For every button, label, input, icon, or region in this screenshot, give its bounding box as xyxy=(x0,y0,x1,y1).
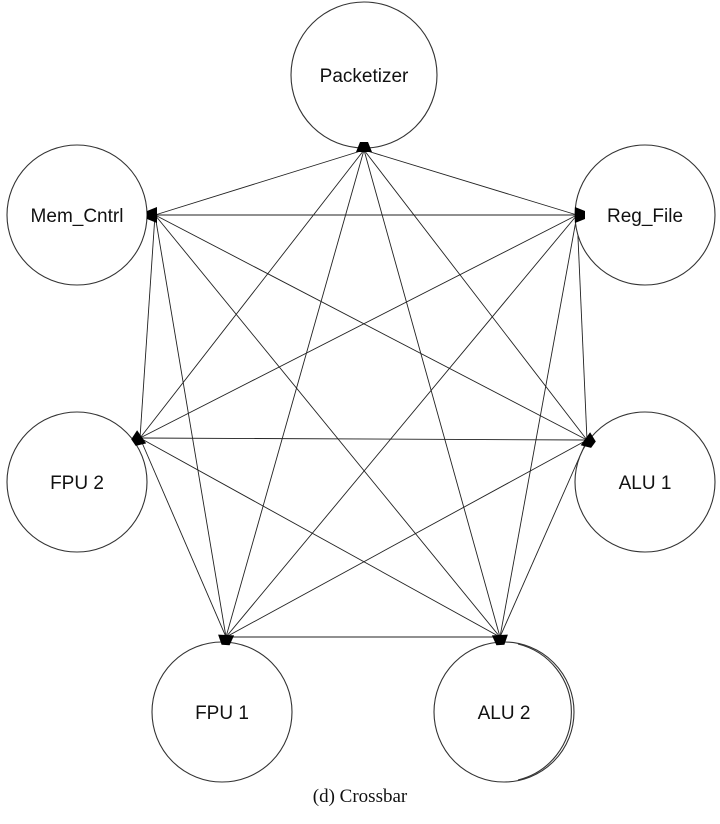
node-circle-alu1 xyxy=(574,411,716,553)
node-label-reg_file: Reg_File xyxy=(607,206,683,227)
edge-mem_cntrl-fpu1 xyxy=(154,214,227,638)
port-marker-alu2 xyxy=(491,634,508,646)
edge-packetizer-mem_cntrl xyxy=(154,149,365,216)
edge-fpu2-fpu1 xyxy=(139,437,227,638)
port-marker-fpu2 xyxy=(131,430,147,446)
node-outline-alu2 xyxy=(517,643,572,781)
edge-packetizer-reg_file xyxy=(363,149,578,216)
node-mem_cntrl: Mem_Cntrl xyxy=(6,144,148,286)
edge-fpu2-alu1 xyxy=(139,437,588,441)
node-label-mem_cntrl: Mem_Cntrl xyxy=(31,206,124,227)
port-marker-alu1 xyxy=(580,432,596,448)
node-fpu2: FPU 2 xyxy=(6,411,148,553)
port-marker-mem_cntrl xyxy=(147,207,157,223)
node-alu2: ALU 2 xyxy=(433,641,575,783)
edge-fpu2-alu2 xyxy=(139,437,501,638)
node-alu1: ALU 1 xyxy=(574,411,716,553)
ports-layer xyxy=(131,142,596,646)
edge-packetizer-fpu2 xyxy=(139,149,365,439)
edge-mem_cntrl-fpu2 xyxy=(139,214,156,439)
edge-reg_file-fpu1 xyxy=(225,214,578,638)
edge-reg_file-alu1 xyxy=(576,214,588,441)
edges-layer xyxy=(139,149,588,638)
node-fpu1: FPU 1 xyxy=(151,641,293,783)
node-label-alu2: ALU 2 xyxy=(478,703,531,724)
node-label-fpu1: FPU 1 xyxy=(195,703,249,724)
edge-mem_cntrl-alu2 xyxy=(154,214,501,638)
node-label-alu1: ALU 1 xyxy=(619,473,672,494)
node-packetizer: Packetizer xyxy=(290,1,438,149)
edge-packetizer-alu1 xyxy=(363,149,588,441)
node-reg_file: Reg_File xyxy=(574,144,716,286)
edge-mem_cntrl-alu1 xyxy=(154,214,588,441)
node-label-fpu2: FPU 2 xyxy=(50,473,104,494)
edge-alu1-fpu1 xyxy=(225,439,588,638)
edge-reg_file-alu2 xyxy=(499,214,578,638)
node-circle-fpu2 xyxy=(6,411,148,553)
port-marker-packetizer xyxy=(356,142,372,152)
port-marker-reg_file xyxy=(575,207,585,223)
edge-alu1-alu2 xyxy=(499,439,588,638)
edge-packetizer-alu2 xyxy=(363,149,501,638)
node-label-packetizer: Packetizer xyxy=(320,66,409,87)
edge-packetizer-fpu1 xyxy=(225,149,365,638)
edge-reg_file-fpu2 xyxy=(139,214,578,439)
diagram-caption: (d) Crossbar xyxy=(312,786,408,807)
port-marker-fpu1 xyxy=(218,634,235,646)
